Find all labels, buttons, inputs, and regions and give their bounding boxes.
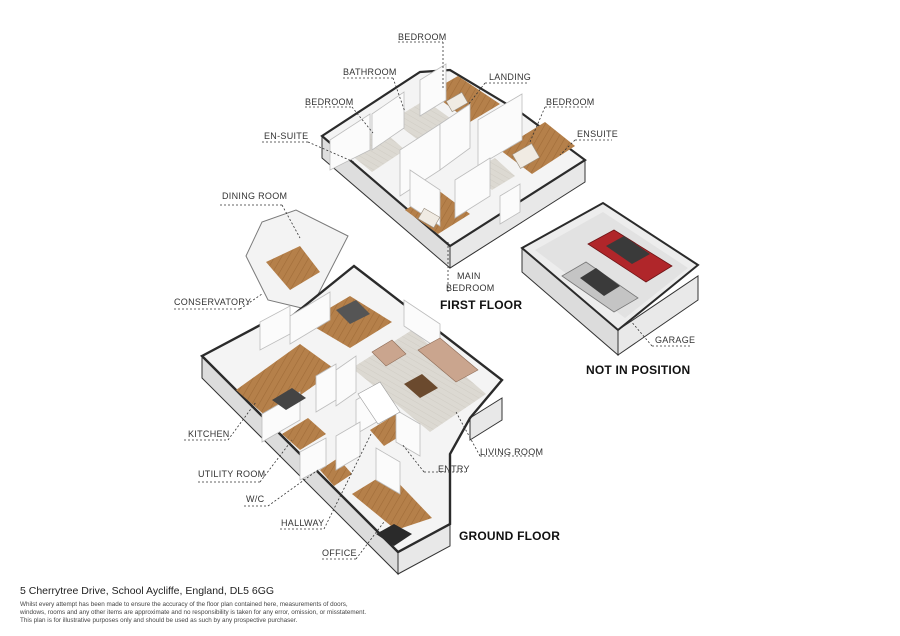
label-bedroom-left: BEDROOM [305, 97, 354, 107]
label-conservatory: CONSERVATORY [174, 297, 252, 307]
label-living-room: LIVING ROOM [480, 447, 544, 457]
garage-model [520, 201, 700, 357]
first-floor-model [320, 63, 587, 269]
label-office: OFFICE [322, 548, 357, 558]
first-floor-title: FIRST FLOOR [440, 298, 523, 312]
leader-lines [174, 41, 690, 560]
property-address: 5 Cherrytree Drive, School Aycliffe, Eng… [20, 585, 275, 597]
label-utility-room: UTILITY ROOM [198, 469, 266, 479]
silver-car-icon [561, 261, 639, 313]
ground-floor-model [200, 209, 504, 576]
label-kitchen: KITCHEN [188, 429, 230, 439]
disclaimer-line-1: Whilst every attempt has been made to en… [20, 601, 348, 608]
red-car-icon [587, 229, 673, 283]
label-wc: W/C [246, 494, 265, 504]
label-dining-room: DINING ROOM [222, 191, 288, 201]
ground-floor-title: GROUND FLOOR [459, 529, 561, 543]
label-hallway: HALLWAY [281, 518, 325, 528]
disclaimer-line-3: This plan is for illustrative purposes o… [20, 617, 298, 624]
label-ensuite: ENSUITE [577, 129, 619, 139]
label-main-bedroom-line1: MAIN [457, 271, 481, 281]
label-garage: GARAGE [655, 335, 696, 345]
label-bedroom-right: BEDROOM [546, 97, 595, 107]
label-landing: LANDING [489, 72, 532, 82]
garage-position-note: NOT IN POSITION [586, 363, 691, 377]
label-en-suite: EN-SUITE [264, 131, 309, 141]
disclaimer-line-2: windows, rooms and any other items are a… [20, 609, 367, 616]
label-entry: ENTRY [438, 464, 470, 474]
label-main-bedroom-line2: BEDROOM [446, 283, 495, 293]
label-bathroom: BATHROOM [343, 67, 397, 77]
label-bedroom-top: BEDROOM [398, 32, 447, 42]
